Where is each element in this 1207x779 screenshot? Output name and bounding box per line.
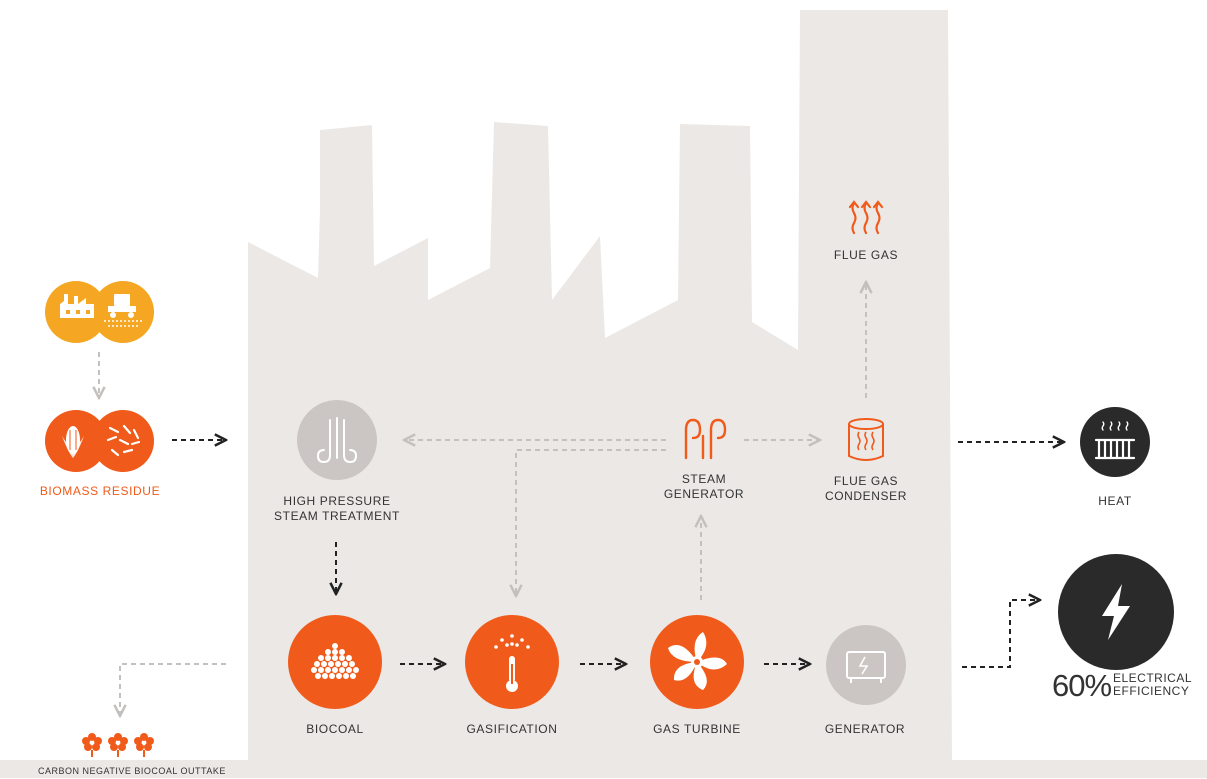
gasification-node [465, 615, 559, 709]
heat-waves-icon [848, 200, 884, 235]
biomass-residue-node [45, 410, 154, 472]
label-flue-condenser-line1: FLUE GAS [833, 474, 899, 488]
flower-icon [108, 733, 128, 757]
label-generator: GENERATOR [824, 722, 906, 736]
label-heat: HEAT [1098, 494, 1132, 508]
electricity-node [1058, 554, 1174, 670]
tractor-icon [104, 294, 142, 327]
label-hp-steam: HIGH PRESSURE STEAM TREATMENT [262, 494, 412, 524]
turbine-fan-icon [668, 632, 727, 690]
generator-node [826, 625, 906, 705]
label-steam-generator-line2: GENERATOR [663, 487, 745, 501]
label-flue-condenser-line2: CONDENSER [824, 489, 908, 503]
lightning-bolt-icon [1102, 584, 1130, 640]
efficiency-label: 60% ELECTRICAL EFFICIENCY [1052, 668, 1192, 708]
biocoal-node [288, 615, 382, 709]
efficiency-text: ELECTRICAL EFFICIENCY [1113, 672, 1192, 698]
efficiency-percent: 60% [1052, 668, 1112, 703]
label-steam-generator-line1: STEAM [681, 472, 727, 486]
label-carbon-negative: CARBON NEGATIVE BIOCOAL OUTTAKE [38, 766, 226, 776]
label-gasification: GASIFICATION [466, 722, 558, 736]
gas-turbine-node [650, 615, 744, 709]
label-gas-turbine: GAS TURBINE [653, 722, 741, 736]
label-flue-condenser: FLUE GAS CONDENSER [816, 474, 916, 504]
efficiency-line2: EFFICIENCY [1113, 684, 1190, 698]
arrow-generator-to-electricity [962, 600, 1040, 668]
flower-icon [82, 733, 102, 757]
label-flue-gas: FLUE GAS [833, 248, 899, 262]
label-hp-steam-line1: HIGH PRESSURE [283, 494, 391, 508]
label-steam-generator: STEAM GENERATOR [654, 472, 754, 502]
ground-strip [0, 760, 1207, 778]
generator-icon [846, 651, 886, 683]
hp-steam-node [297, 400, 377, 480]
label-biomass-residue: BIOMASS RESIDUE [39, 484, 161, 498]
thermometer-icon [494, 634, 530, 692]
arrow-biocoal-outtake [120, 663, 226, 716]
heat-node [1080, 407, 1150, 477]
arrow-steamgen-to-gasification [516, 449, 666, 596]
factory-icon [60, 294, 94, 318]
carbon-negative-node [82, 733, 154, 757]
steam-generator-icon [684, 418, 727, 460]
flower-icon [134, 733, 154, 757]
wood-chips-icon [106, 424, 141, 457]
corn-icon [62, 426, 84, 458]
factory-silhouette [248, 10, 952, 760]
biomass-sources-node [45, 281, 154, 343]
steam-pipes-icon [316, 417, 358, 464]
radiator-icon [1094, 421, 1136, 460]
label-hp-steam-line2: STEAM TREATMENT [274, 509, 400, 523]
label-biocoal: BIOCOAL [306, 722, 364, 736]
condenser-tank-icon [848, 418, 884, 461]
efficiency-line1: ELECTRICAL [1113, 671, 1193, 685]
pellets-icon [311, 643, 359, 679]
